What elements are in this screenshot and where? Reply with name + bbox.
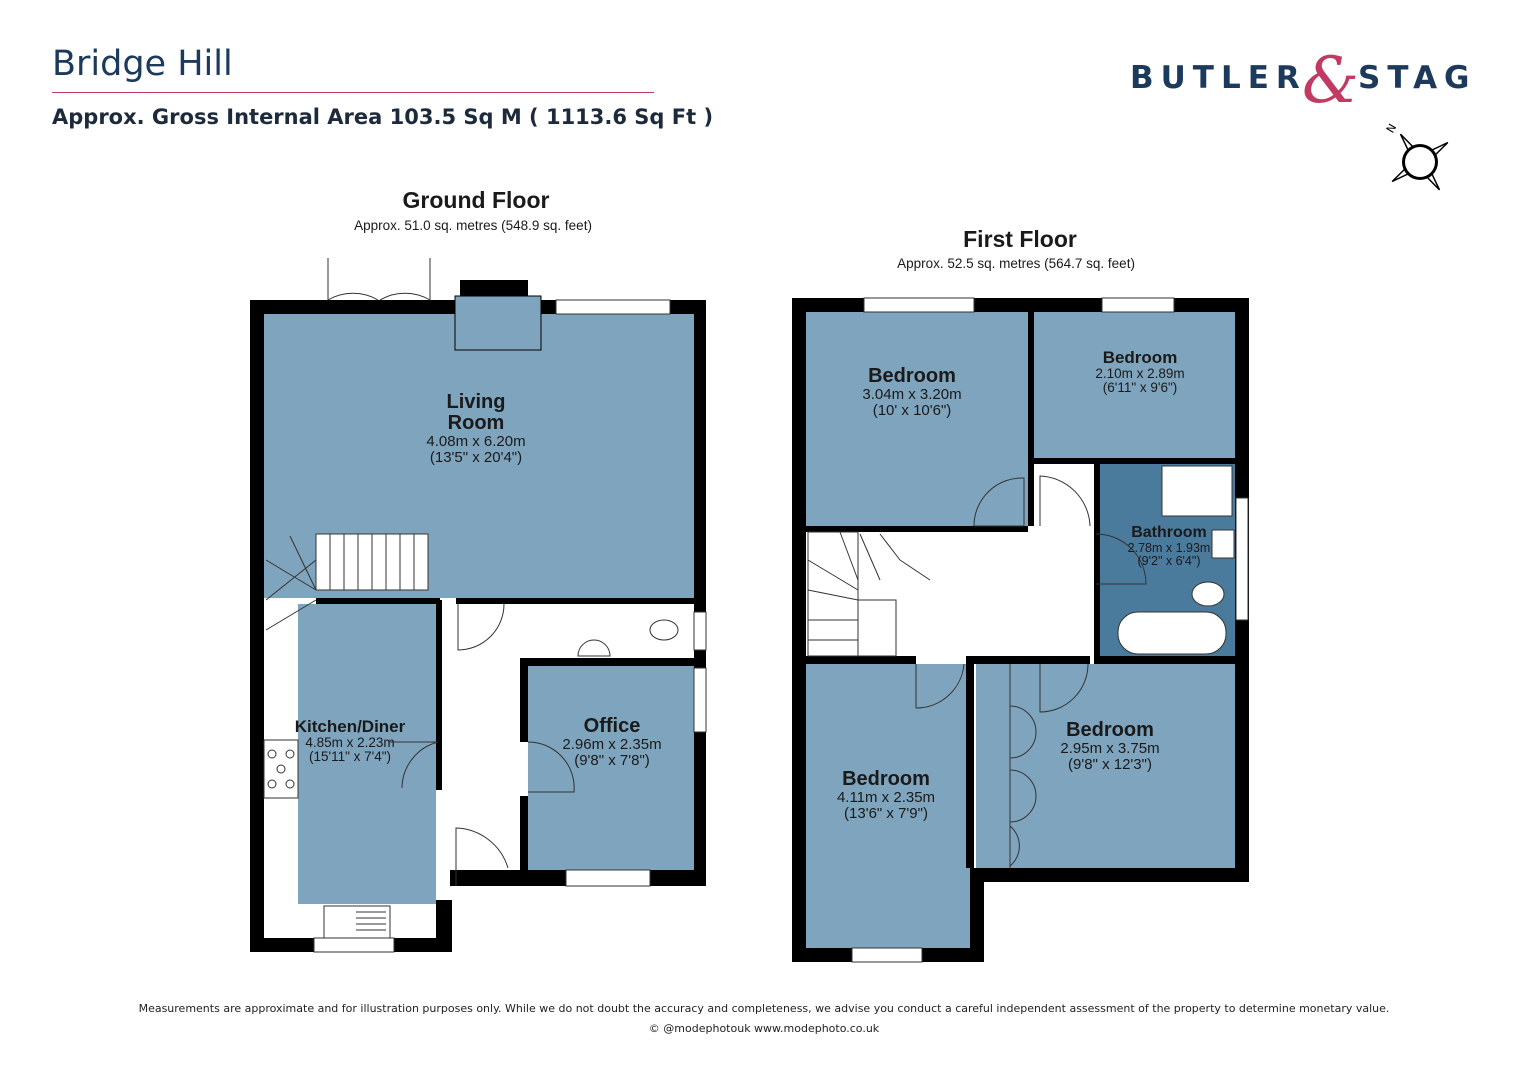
disclaimer-text: Measurements are approximate and for ill… (138, 1002, 1390, 1015)
photo-credit-link[interactable]: © @modephotouk www.modephoto.co.uk (648, 1022, 880, 1035)
brand-logo: BUTLER & STAG (1130, 44, 1480, 120)
kitchen-area (298, 604, 436, 904)
office-label: Office 2.96m x 2.35m (9'8" x 7'8") (562, 715, 662, 769)
title-divider (52, 92, 654, 93)
page-title: Bridge Hill (52, 44, 233, 84)
first-floor-plan (792, 297, 1254, 966)
living-room-label: Living Room 4.08m x 6.20m (13'5" x 20'4"… (426, 391, 526, 466)
first-floor-title: First Floor (963, 226, 1077, 252)
kitchen-label: Kitchen/Diner 4.85m x 2.23m (15'11" x 7'… (294, 717, 406, 765)
bedroom-4-label: Bedroom 2.95m x 3.75m (9'8" x 12'3") (1060, 719, 1160, 773)
brand-right-word: STAG (1358, 60, 1477, 96)
gross-area-text: Approx. Gross Internal Area 103.5 Sq M (… (52, 105, 714, 129)
bathroom-label: Bathroom 2.78m x 1.93m (9'2" x 6'4") (1127, 524, 1211, 568)
bedroom-3-area (806, 664, 970, 948)
bedroom-1-label: Bedroom 3.04m x 3.20m (10' x 10'6") (862, 365, 962, 419)
bedroom-2-area (1034, 312, 1235, 458)
bedroom-4-area (976, 664, 1235, 868)
bedroom-1-area (806, 312, 1028, 526)
compass-icon: N (1384, 122, 1449, 191)
brand-ampersand: & (1302, 44, 1359, 118)
ground-floor-area: Approx. 51.0 sq. metres (548.9 sq. feet) (354, 218, 592, 233)
bedroom-2-label: Bedroom 2.10m x 2.89m (6'11" x 9'6") (1095, 348, 1185, 396)
bedroom-3-label: Bedroom 4.11m x 2.35m (13'6" x 7'9") (836, 768, 936, 822)
ground-floor-title: Ground Floor (402, 187, 550, 213)
ground-floor-plan (250, 258, 710, 957)
first-floor-area: Approx. 52.5 sq. metres (564.7 sq. feet) (897, 256, 1135, 271)
brand-left-word: BUTLER (1130, 60, 1307, 96)
office-area (528, 666, 694, 870)
